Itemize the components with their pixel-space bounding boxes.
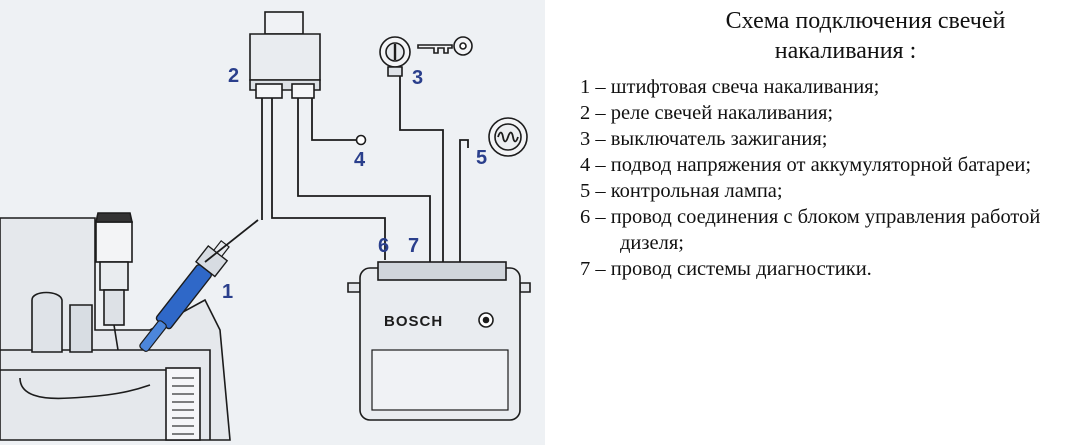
legend-item: 4 – подвод напряжения от аккумуляторной … [580, 154, 1032, 176]
legend-panel: Схема подключения свечей накаливания : 1… [560, 6, 1085, 282]
engine-cylinder-head [0, 217, 231, 441]
diagram-title: Схема подключения свечей накаливания : [560, 6, 1085, 66]
legend-item: 3 – выключатель зажигания; [580, 128, 828, 150]
legend-item: 7 – провод системы диагностики. [580, 258, 872, 280]
title-line-2: накаливания : [774, 38, 917, 64]
legend-item: 2 – реле свечей накаливания; [580, 102, 834, 124]
key-icon [417, 36, 473, 56]
legend-item: 1 – штифтовая свеча накаливания; [580, 76, 880, 98]
glow-plug [139, 219, 259, 352]
engine-control-unit [347, 261, 531, 421]
title-line-1: Схема подключения свечей [725, 8, 1006, 34]
label-4: 4 [354, 149, 366, 171]
wiring-harness [261, 75, 469, 265]
battery-terminal [355, 134, 367, 146]
warning-lamp-icon [488, 117, 528, 157]
injector [95, 212, 133, 351]
label-6: 6 [378, 235, 389, 257]
glow-plug-wiring-diagram: BOSCH 1 2 3 4 5 6 7 [0, 0, 545, 445]
label-1: 1 [222, 281, 233, 303]
ecu-brand-label: BOSCH [384, 313, 443, 330]
label-7: 7 [408, 235, 419, 257]
glow-plug-relay [249, 11, 321, 99]
label-3: 3 [412, 67, 423, 89]
legend-item: 6 – провод соединения с блоком управлени… [580, 206, 1041, 254]
ignition-switch-icon [379, 36, 411, 77]
legend-item: 5 – контрольная лампа; [580, 180, 783, 202]
label-5: 5 [476, 147, 487, 169]
legend-list: 1 – штифтовая свеча накаливания; 2 – рел… [560, 74, 1085, 282]
label-2: 2 [228, 65, 239, 87]
